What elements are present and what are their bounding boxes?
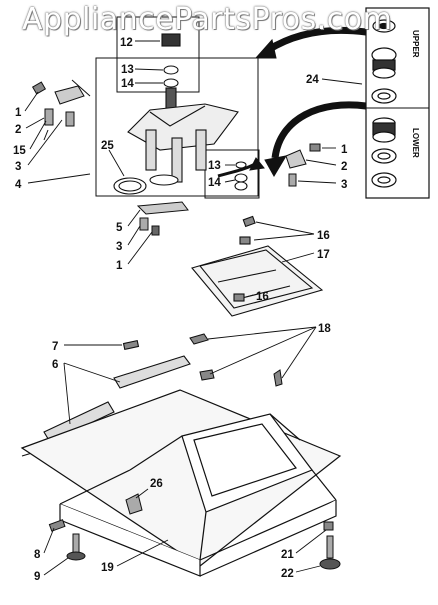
callout-19: 19	[101, 562, 114, 574]
pointer-arrows	[217, 26, 367, 178]
lower-bearing-parts	[371, 117, 397, 188]
callout-1-upper-left: 1	[15, 107, 22, 119]
callout-7: 7	[52, 341, 58, 353]
callout-13-box: 13	[208, 160, 221, 172]
callout-4: 4	[15, 179, 22, 191]
callout-3-center: 3	[116, 241, 122, 253]
callout-13-top: 13	[121, 64, 134, 76]
left-brackets-and-springs	[31, 79, 91, 141]
callout-numbers: 1 2 15 3 4 12 13 14 25 13 14 24 1 2 3 5 …	[13, 37, 348, 583]
callout-17: 17	[317, 249, 330, 261]
callout-5: 5	[116, 222, 123, 234]
callout-1-right: 1	[341, 144, 348, 156]
callout-16-top: 16	[317, 230, 330, 242]
callout-22: 22	[281, 568, 294, 580]
center-brackets	[136, 201, 189, 236]
callout-2-right: 2	[341, 161, 347, 173]
callout-2-upper-left: 2	[15, 124, 21, 136]
upper-bearing-parts	[371, 19, 397, 104]
callout-26: 26	[150, 478, 163, 490]
callout-15: 15	[13, 145, 26, 157]
right-brackets	[285, 143, 321, 187]
upper-assembly-box	[95, 16, 260, 199]
base-small-parts	[48, 333, 341, 570]
callout-3-upper-left: 3	[15, 161, 21, 173]
callout-6: 6	[52, 359, 58, 371]
base-frame	[20, 389, 342, 577]
transmission-assembly	[113, 33, 248, 195]
callout-12: 12	[120, 37, 133, 49]
callout-18: 18	[318, 323, 331, 335]
callout-24: 24	[306, 74, 319, 86]
upper-kit-label: UPPER	[411, 30, 420, 58]
callout-21: 21	[281, 549, 294, 561]
bearing-kit-panel: UPPER LOWER	[365, 7, 430, 199]
callout-16-lower: 16	[256, 291, 269, 303]
callout-25: 25	[101, 140, 114, 152]
callout-14-box: 14	[208, 177, 221, 189]
callout-1-center: 1	[116, 260, 123, 272]
leader-lines	[24, 40, 363, 576]
watermark-logo: AppliancePartsPros.com	[22, 2, 393, 37]
callout-9: 9	[34, 571, 40, 583]
callout-3-right: 3	[341, 179, 347, 191]
callout-14-top: 14	[121, 78, 134, 90]
lower-kit-label: LOWER	[411, 128, 420, 158]
suspension-platform	[191, 215, 324, 317]
callout-8: 8	[34, 549, 41, 561]
